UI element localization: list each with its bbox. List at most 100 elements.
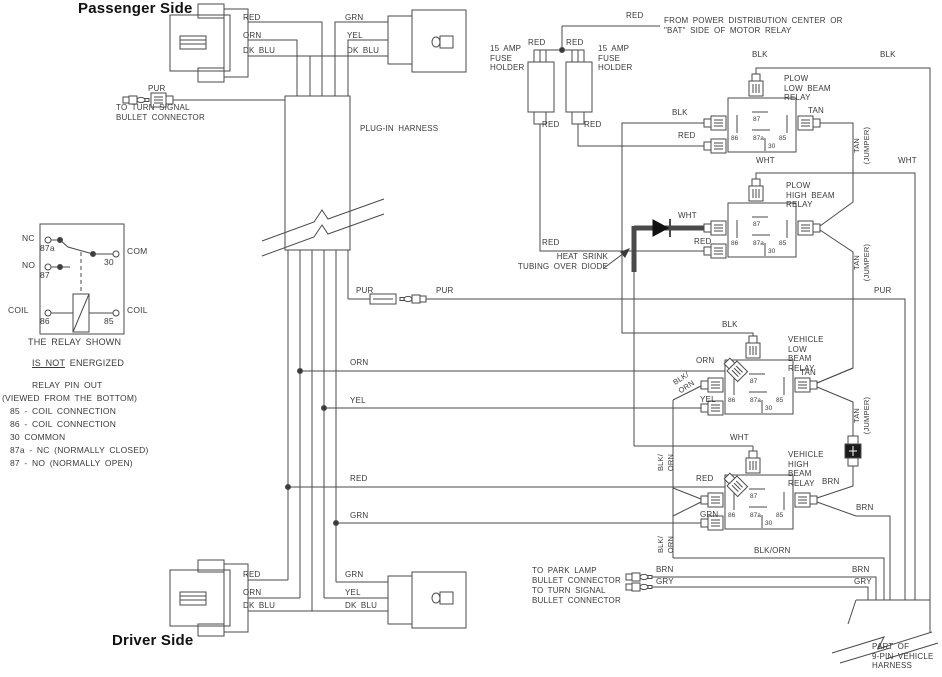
wire-label-grn: GRN: [700, 510, 719, 519]
wire-label-grn: GRN: [350, 511, 369, 520]
fuse-holder-label-1: 15 AMP FUSE HOLDER: [490, 44, 525, 72]
wire-label-orn: ORN: [243, 31, 262, 40]
wire-label-dkblu: DK BLU: [243, 601, 276, 610]
passenger-side-title: Passenger Side: [78, 0, 193, 17]
svg-text:86: 86: [731, 135, 739, 142]
pinout-subtitle: (VIEWED FROM THE BOTTOM): [2, 393, 138, 403]
wire-label-orn: ORN: [696, 356, 715, 365]
turn-signal-note-top: TO TURN SIGNAL BULLET CONNECTOR: [116, 103, 205, 122]
plug-in-harness-box: [261, 95, 385, 257]
schematic-com-label: COM: [127, 246, 148, 256]
vehicle-low-beam-relay: [700, 335, 818, 416]
wire-label-wht: WHT: [730, 433, 749, 442]
driver-headlamp-connector-left: [169, 559, 249, 637]
svg-text:86: 86: [728, 397, 736, 404]
wire-label-gry: GRY: [854, 577, 872, 586]
passenger-headlamp-connector-left: [169, 3, 249, 83]
wire-label-wht: WHT: [756, 156, 775, 165]
relay-state-note-line1: THE RELAY SHOWN: [28, 337, 122, 347]
fuse-output-wires: [539, 124, 704, 252]
svg-text:87: 87: [753, 116, 761, 123]
svg-text:87a: 87a: [753, 135, 764, 142]
schematic-87-label: 87: [40, 270, 50, 280]
tap-wires: [285, 368, 725, 526]
wire-label-red: RED: [694, 237, 712, 246]
svg-text:85: 85: [779, 240, 787, 247]
svg-text:87a: 87a: [753, 240, 764, 247]
wire-label-tan: TAN: [800, 368, 817, 377]
wire-label-dkblu: DK BLU: [347, 46, 380, 55]
wire-label-blkorn: BLK/ORN: [754, 546, 791, 555]
relay-schematic: [39, 223, 125, 335]
turn-signal-bullet-connector-top: [122, 92, 285, 108]
plow-high-beam-relay: [703, 178, 821, 259]
plow-high-beam-wiring: [755, 172, 916, 600]
wire-label-red: RED: [696, 474, 714, 483]
svg-text:30: 30: [768, 248, 776, 255]
wire-label-grn: GRN: [345, 13, 364, 22]
svg-text:87a: 87a: [750, 397, 761, 404]
vehicle-low-beam-wiring: [634, 367, 854, 451]
wire-label-blk: BLK: [672, 108, 688, 117]
fuse-holder-2: [565, 49, 593, 125]
wire-label-pur: PUR: [436, 286, 454, 295]
svg-text:87a: 87a: [750, 512, 761, 519]
diode: [631, 219, 704, 446]
wire-label-brn: BRN: [822, 477, 840, 486]
svg-text:85: 85: [779, 135, 787, 142]
nine-pin-harness-label: PART OF 9-PIN VEHICLE HARNESS: [872, 642, 934, 670]
relay-state-note-line2: IS NOT ENERGIZED: [32, 350, 124, 368]
wire-label-brn: BRN: [656, 565, 674, 574]
wire-label-red: RED: [566, 38, 584, 47]
wire-label-brn: BRN: [852, 565, 870, 574]
wire-label-red: RED: [350, 474, 368, 483]
vehicle-high-beam-relay: [700, 450, 818, 531]
wire-label-grn: GRN: [345, 570, 364, 579]
svg-text:87: 87: [750, 493, 758, 500]
svg-text:30: 30: [765, 405, 773, 412]
svg-text:86: 86: [728, 512, 736, 519]
wire-label-red: RED: [243, 570, 261, 579]
wire-label-yel: YEL: [347, 31, 363, 40]
wire-label-red: RED: [678, 131, 696, 140]
wire-label-yel: YEL: [350, 396, 366, 405]
wire-label-pur: PUR: [356, 286, 374, 295]
wire-label-wht: WHT: [898, 156, 917, 165]
wire-label-red: RED: [626, 11, 644, 20]
schematic-30-label: 30: [104, 257, 114, 267]
wire-label-blk: BLK: [880, 50, 896, 59]
schematic-86-label: 86: [40, 316, 50, 326]
vehicle-high-relay-label: VEHICLE HIGH BEAM RELAY: [788, 450, 824, 488]
nine-pin-harness-funnel: [831, 599, 939, 664]
svg-text:87: 87: [753, 221, 761, 228]
schematic-coil-left-label: COIL: [8, 305, 29, 315]
wire-label-red: RED: [243, 13, 261, 22]
passenger-headlamp-connector-right: [387, 9, 467, 73]
pinout-lines: 85 - COIL CONNECTION 86 - COIL CONNECTIO…: [10, 406, 149, 468]
wire-label-pur: PUR: [874, 286, 892, 295]
plug-in-harness-label: PLUG-IN HARNESS: [360, 124, 439, 133]
park-lamp-note: TO PARK LAMP BULLET CONNECTOR: [532, 566, 621, 585]
wire-label-red: RED: [584, 120, 602, 129]
wire-label-blk: BLK: [752, 50, 768, 59]
pur-wire-run: [348, 293, 906, 600]
wire-label-wht: WHT: [678, 211, 697, 220]
relay-state-rest: ENERGIZED: [65, 358, 125, 368]
wire-label-yel: YEL: [345, 588, 361, 597]
svg-text:85: 85: [776, 397, 784, 404]
svg-text:30: 30: [765, 520, 773, 527]
wire-label-yel: YEL: [700, 395, 716, 404]
wire-label-orn: ORN: [243, 588, 262, 597]
wire-label-gry: GRY: [656, 577, 674, 586]
harness-lower-wires: [248, 250, 388, 612]
plow-low-beam-relay: [703, 73, 821, 154]
wire-label-orn: ORN: [350, 358, 369, 367]
park-turn-bullet-wires: [625, 572, 877, 600]
schematic-87a-label: 87a: [40, 243, 55, 253]
fuse-holder-label-2: 15 AMP FUSE HOLDER: [598, 44, 633, 72]
driver-headlamp-connector-right: [387, 571, 467, 629]
relay-state-underlined: IS NOT: [32, 358, 66, 368]
schematic-no-label: NO: [22, 260, 36, 270]
